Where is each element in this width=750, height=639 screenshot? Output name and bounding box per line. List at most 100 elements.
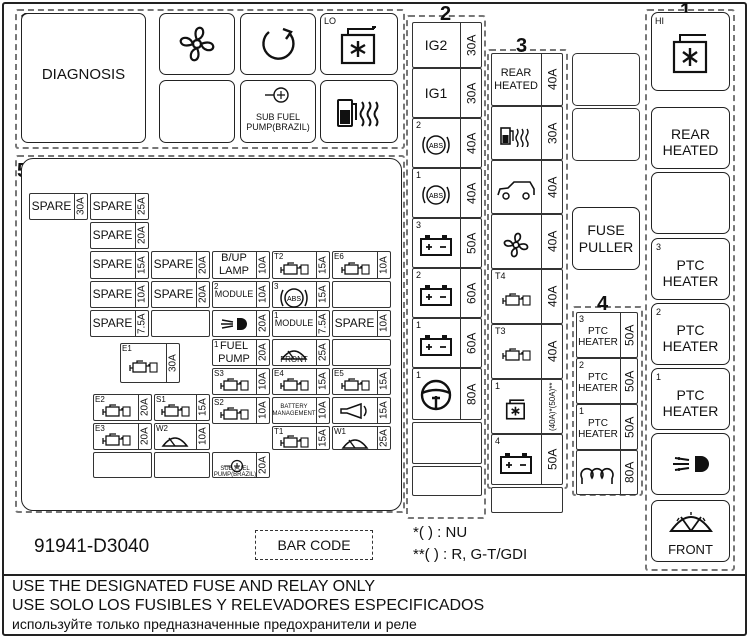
fuse-tag: S2 [214, 398, 224, 407]
fuse-amp-rating: 50A [622, 324, 637, 346]
engine-icon [273, 376, 315, 394]
relay-name: PTC HEATER [662, 256, 719, 289]
fuse-name: B/UP LAMP [219, 252, 249, 277]
fuse-divider [138, 394, 139, 421]
fuse-spare [90, 193, 149, 220]
fuse-spare [332, 310, 391, 337]
fuse-amp-rating: 40A [545, 340, 560, 363]
fuse-slot-col2 [412, 318, 482, 368]
fuse-divider [256, 281, 257, 308]
fuse-spare [90, 281, 149, 308]
engine-icon [213, 405, 255, 423]
fuse-divider [316, 368, 317, 395]
fuse-divider [460, 218, 462, 268]
lo-label: LO [324, 16, 337, 26]
fuel-pump-icon [213, 455, 255, 476]
fuse-divider [460, 368, 462, 420]
fuse-amp-rating: 10A [197, 427, 209, 446]
fuse-block-4 [572, 306, 643, 496]
fuse-name: SPARE [92, 227, 133, 242]
fuse-sub-number: 1 [416, 170, 422, 180]
fuse-slot-block4 [576, 450, 638, 495]
relay-name: PTC HEATER [662, 321, 719, 354]
fuse-slot-col3 [491, 160, 563, 214]
note-nu: *( ) : NU [413, 524, 468, 541]
fuse-name: MODULE [274, 318, 314, 329]
fuse-divider [166, 343, 167, 383]
empty-slot-col3-bottom [491, 487, 563, 513]
fuse-divider [256, 397, 257, 424]
fuse-tag: 2 [214, 282, 219, 291]
fuse-name: PTC HEATER [578, 417, 618, 441]
fuse-divider [620, 450, 622, 495]
fuse-divider [316, 339, 317, 366]
fuse-sub-number: 1 [579, 406, 585, 416]
fuse-name: MODULE [214, 289, 254, 300]
fuse-amp-rating: 20A [257, 343, 269, 362]
fuse-tag: E6 [334, 252, 344, 261]
fuse-divider [377, 251, 378, 279]
fuse-amp-rating: 15A [317, 372, 329, 391]
fuse-amp-rating: 40A [464, 182, 479, 204]
fuse-amp-rating: 10A [257, 401, 269, 420]
fuse-name: BATTERY MANAGEMENT [272, 403, 316, 417]
fuse-amp-rating: 50A [464, 232, 479, 254]
empty-relay-box [159, 80, 235, 143]
fuse-divider [460, 168, 462, 218]
fuse-spare [90, 251, 149, 279]
fuel-icon [492, 114, 540, 158]
fuse-slot-col3 [491, 106, 563, 160]
fuse-amp-rating: 10A [257, 256, 269, 274]
relay-slot-right [651, 303, 730, 365]
fuse-divider [541, 106, 543, 160]
engine-icon [273, 434, 315, 449]
fuse-block-5 [15, 155, 405, 513]
wiper-icon [155, 431, 195, 449]
relay-name: PTC HEATER [662, 386, 719, 419]
engine-icon [155, 402, 195, 420]
fuse-amp-rating: 7.5A [317, 313, 329, 334]
fuse-w1 [332, 426, 391, 450]
fuse-amp-rating: 10A [378, 256, 390, 274]
fuse-spare [151, 281, 210, 308]
block-number-4: 4 [597, 293, 609, 315]
fuse-divider [460, 118, 462, 168]
horn-icon [333, 400, 376, 422]
fuse-divider [541, 269, 543, 324]
fuse-backup-lamp [212, 251, 270, 279]
fuse-divider [316, 251, 317, 279]
relay-name: REAR HEATED [662, 125, 719, 158]
fuse-divider [316, 310, 317, 337]
fuse-amp-rating: 20A [257, 314, 269, 333]
rotate-arrow-icon [240, 13, 316, 75]
fuse-name: SPARE [153, 257, 194, 272]
relay-sub-number: 2 [656, 307, 662, 317]
fuse-amp-rating: 10A [317, 401, 329, 420]
fuse-slot-col3 [491, 214, 563, 269]
fuse-amp-rating: 50A [622, 370, 637, 392]
fuse-divider [460, 68, 462, 118]
fuse-divider [460, 22, 462, 68]
fuse-divider [377, 397, 378, 424]
abs-icon: ABS [414, 176, 458, 214]
fuse-divider [135, 222, 136, 249]
sub-fuel-label: SUB FUEL PUMP(BRAZIL) [213, 466, 257, 478]
fuse-divider [377, 368, 378, 395]
fan-icon [159, 13, 235, 75]
engine-icon [492, 277, 540, 322]
fuse-amp-rating: 20A [197, 285, 209, 304]
hi-label: HI [655, 16, 664, 26]
fuse-divider [135, 310, 136, 337]
fuse-divider [541, 434, 543, 485]
fuse-tag: W2 [156, 424, 168, 433]
fuse-front-wiper [272, 339, 330, 366]
fuse-divider [541, 324, 543, 379]
fuse-slot-col3 [491, 324, 563, 379]
fuse-slot-col2 [412, 218, 482, 268]
fuse-divider [541, 214, 543, 269]
engine-icon [492, 332, 540, 377]
fuse-divider [196, 251, 197, 279]
fuse-tag: S1 [156, 395, 166, 404]
fuse-divider [138, 423, 139, 450]
